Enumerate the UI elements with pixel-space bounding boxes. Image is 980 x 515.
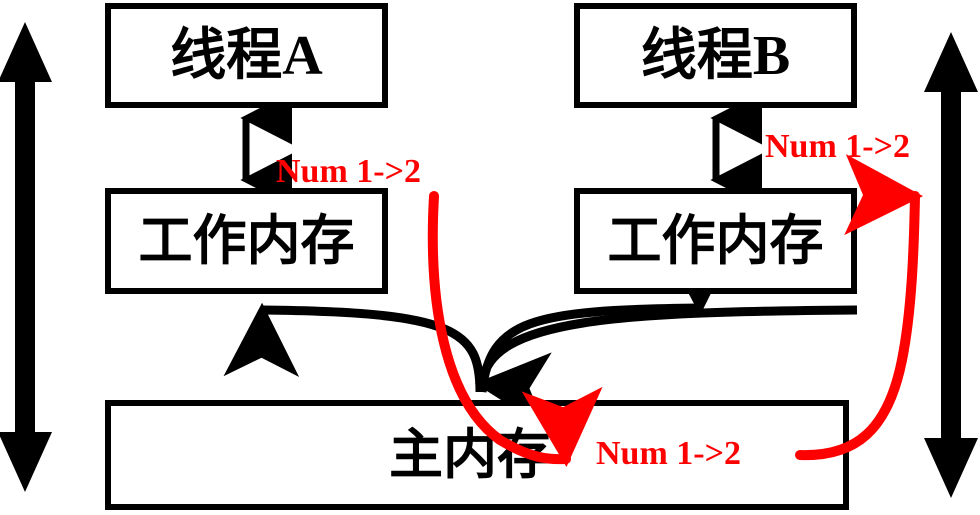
main-memory-label: 主内存 [389, 425, 551, 485]
thread-a-label: 线程A [170, 24, 323, 87]
working-memory-left-label: 工作内存 [138, 211, 355, 271]
left-scope-double-arrow [0, 22, 52, 492]
main-memory-to-left-working-memory-curve [223, 302, 485, 393]
working-memory-left-box: 工作内存 [105, 188, 388, 294]
working-memory-right-box: 工作内存 [574, 188, 857, 294]
thread-b-label: 线程B [640, 24, 791, 87]
num-annotation-left: Num 1->2 [276, 153, 421, 190]
thread-a-box: 线程A [105, 3, 388, 108]
right-scope-double-arrow [924, 32, 978, 498]
num-annotation-main-memory: Num 1->2 [596, 435, 741, 472]
num-annotation-right: Num 1->2 [765, 128, 910, 165]
working-memory-to-main-memory-curve [474, 305, 858, 428]
main-memory-to-right-working-memory-curve [477, 240, 738, 393]
working-memory-right-label: 工作内存 [607, 211, 824, 271]
thread-b-box: 线程B [574, 3, 857, 108]
